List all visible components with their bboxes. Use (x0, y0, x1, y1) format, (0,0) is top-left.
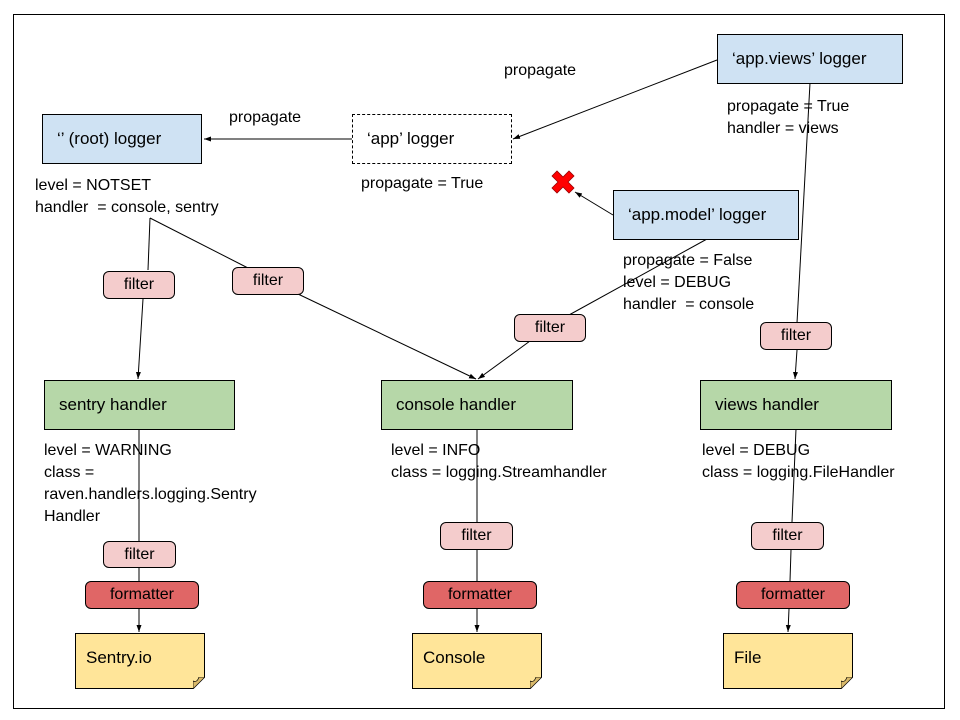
console-class: class = logging.Streamhandler (391, 464, 607, 481)
console-handler-props: level = INFO class = logging.Streamhandl… (391, 440, 607, 484)
sentry-handler[interactable]: sentry handler (44, 380, 235, 430)
views-handler-props: level = DEBUG class = logging.FileHandle… (702, 440, 895, 484)
edge-views-to-app (512, 59, 718, 140)
console-handler-label: console handler (396, 395, 517, 414)
filter-label: filter (534, 319, 566, 336)
filter-root-sentry[interactable]: filter (103, 271, 175, 299)
sentry-level: level = WARNING (44, 442, 172, 459)
model-level: level = DEBUG (623, 274, 732, 291)
output-console[interactable]: Console (412, 633, 542, 689)
root-level: level = NOTSET (35, 177, 152, 194)
app-views-logger[interactable]: ‘app.views’ logger (717, 34, 903, 84)
views-propagate: propagate = True (727, 98, 850, 115)
views-handler-ref: handler = views (727, 120, 839, 137)
diagram-frame (13, 14, 945, 709)
edge-root-to-sentry (147, 217, 151, 271)
filter-views-handler-out[interactable]: filter (751, 522, 824, 550)
filter-label: filter (252, 272, 284, 289)
filter-label: filter (123, 276, 155, 293)
page-fold-icon (841, 677, 853, 689)
app-views-logger-label: ‘app.views’ logger (732, 49, 867, 68)
formatter-file[interactable]: formatter (736, 581, 850, 609)
output-sentry-label: Sentry.io (86, 648, 152, 667)
app-views-logger-props: propagate = True handler = views (727, 96, 849, 140)
app-model-logger-props: propagate = False level = DEBUG handler … (623, 250, 754, 316)
edge-label-app-to-root: propagate (229, 109, 302, 126)
console-handler[interactable]: console handler (381, 380, 573, 430)
filter-views-handler[interactable]: filter (760, 322, 832, 350)
app-model-logger[interactable]: ‘app.model’ logger (613, 190, 799, 240)
app-logger-propagate: propagate = True (361, 175, 484, 192)
model-handler: handler = console (623, 296, 755, 313)
output-sentry-io[interactable]: Sentry.io (75, 633, 205, 689)
formatter-label: formatter (447, 586, 512, 603)
model-propagate: propagate = False (623, 252, 753, 269)
formatter-label: formatter (109, 586, 174, 603)
views-handler-label: views handler (715, 395, 819, 414)
output-console-label: Console (423, 648, 486, 667)
filter-label: filter (780, 327, 812, 344)
console-level: level = INFO (391, 442, 481, 459)
edge-root-to-console-a (149, 217, 249, 269)
views-level: level = DEBUG (702, 442, 811, 459)
edge-root-to-console-b (297, 293, 477, 380)
page-fold-icon (530, 677, 542, 689)
blocked-x-icon (551, 170, 575, 194)
app-model-logger-label: ‘app.model’ logger (628, 205, 767, 224)
app-logger[interactable]: ‘app’ logger (352, 114, 512, 164)
views-class: class = logging.FileHandler (702, 464, 895, 481)
filter-label: filter (124, 545, 155, 563)
sentry-class-key: class = (44, 464, 95, 481)
edge-views-to-handler (796, 82, 811, 324)
root-logger-props: level = NOTSET handler = console, sentry (35, 175, 219, 219)
output-file[interactable]: File (723, 633, 853, 689)
formatter-label: formatter (760, 586, 825, 603)
filter-model-console[interactable]: filter (514, 314, 586, 342)
edge-model-to-console-b (477, 340, 531, 380)
app-logger-label: ‘app’ logger (367, 129, 455, 148)
filter-label: filter (772, 527, 803, 544)
filter-root-console[interactable]: filter (232, 267, 304, 295)
root-handler: handler = console, sentry (35, 199, 219, 216)
sentry-class-value: raven.handlers.logging.Sentry (44, 486, 257, 503)
filter-label: filter (461, 527, 492, 544)
root-logger-label: ‘’ (root) logger (57, 129, 162, 148)
root-logger[interactable]: ‘’ (root) logger (42, 114, 202, 164)
filter-sentry-handler[interactable]: filter (103, 541, 176, 568)
page-fold-icon (193, 677, 205, 689)
output-file-label: File (734, 648, 762, 667)
filter-console-handler[interactable]: filter (440, 522, 513, 550)
edge-model-blocked (574, 191, 614, 216)
sentry-class-value-cont: Handler (44, 508, 101, 525)
edge-label-views-to-app: propagate (504, 62, 577, 79)
sentry-handler-label: sentry handler (59, 395, 167, 414)
formatter-console[interactable]: formatter (423, 581, 537, 609)
sentry-handler-props: level = WARNING class = raven.handlers.l… (44, 440, 257, 528)
edge-model-to-console-a (568, 238, 708, 316)
formatter-sentry[interactable]: formatter (85, 581, 199, 609)
views-handler[interactable]: views handler (700, 380, 892, 430)
